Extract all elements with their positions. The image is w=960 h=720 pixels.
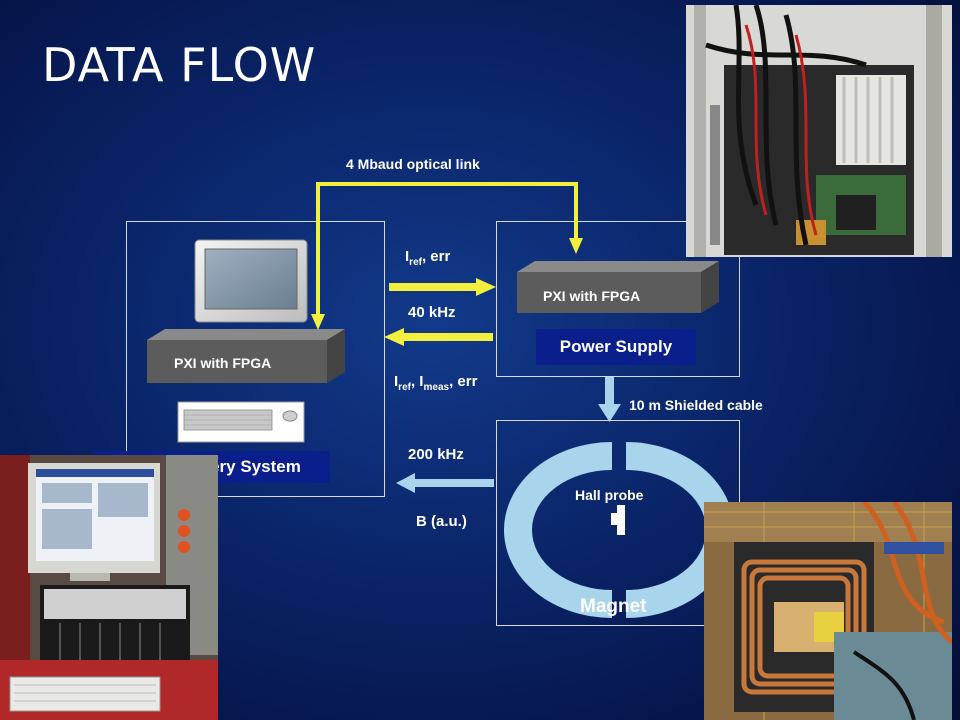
ps-pxi-block xyxy=(517,261,719,313)
slide-title: DATA FLOW xyxy=(42,38,317,92)
magnet-rate-label: 200 kHz xyxy=(408,446,464,463)
optical-arrowhead-ps xyxy=(569,238,583,254)
monitor-icon xyxy=(194,239,308,323)
magnet-name: Magnet xyxy=(580,596,647,617)
arrow-from-magnet xyxy=(396,473,494,493)
dds-pxi-block xyxy=(147,329,345,383)
rack-cabinet-photo xyxy=(686,5,952,257)
dds-fpga-label: PXI with FPGA xyxy=(174,355,272,371)
cable-label: 10 m Shielded cable xyxy=(629,397,763,413)
arrow-from-power-supply xyxy=(384,328,493,346)
shielded-cable-arrow xyxy=(598,377,621,422)
signal-from-ps-label: Iref, Imeas, err xyxy=(394,373,478,393)
power-supply-name: Power Supply xyxy=(536,329,696,365)
hall-probe-icon xyxy=(611,505,625,535)
workstation-photo xyxy=(0,455,218,720)
ps-rate-label: 40 kHz xyxy=(408,304,456,321)
optical-link-line xyxy=(316,182,578,318)
arrow-to-power-supply xyxy=(389,278,496,296)
dose-delivery-box xyxy=(126,221,385,497)
power-supply-box xyxy=(496,221,740,377)
hall-probe-label: Hall probe xyxy=(575,487,644,503)
signal-to-ps-label: Iref, err xyxy=(405,248,451,268)
field-label: B (a.u.) xyxy=(416,513,467,530)
optical-arrowhead-dds xyxy=(311,314,325,330)
keyboard-icon xyxy=(177,401,305,443)
magnet-photo xyxy=(704,502,952,720)
optical-link-label: 4 Mbaud optical link xyxy=(346,156,480,172)
ps-fpga-label: PXI with FPGA xyxy=(543,288,641,304)
